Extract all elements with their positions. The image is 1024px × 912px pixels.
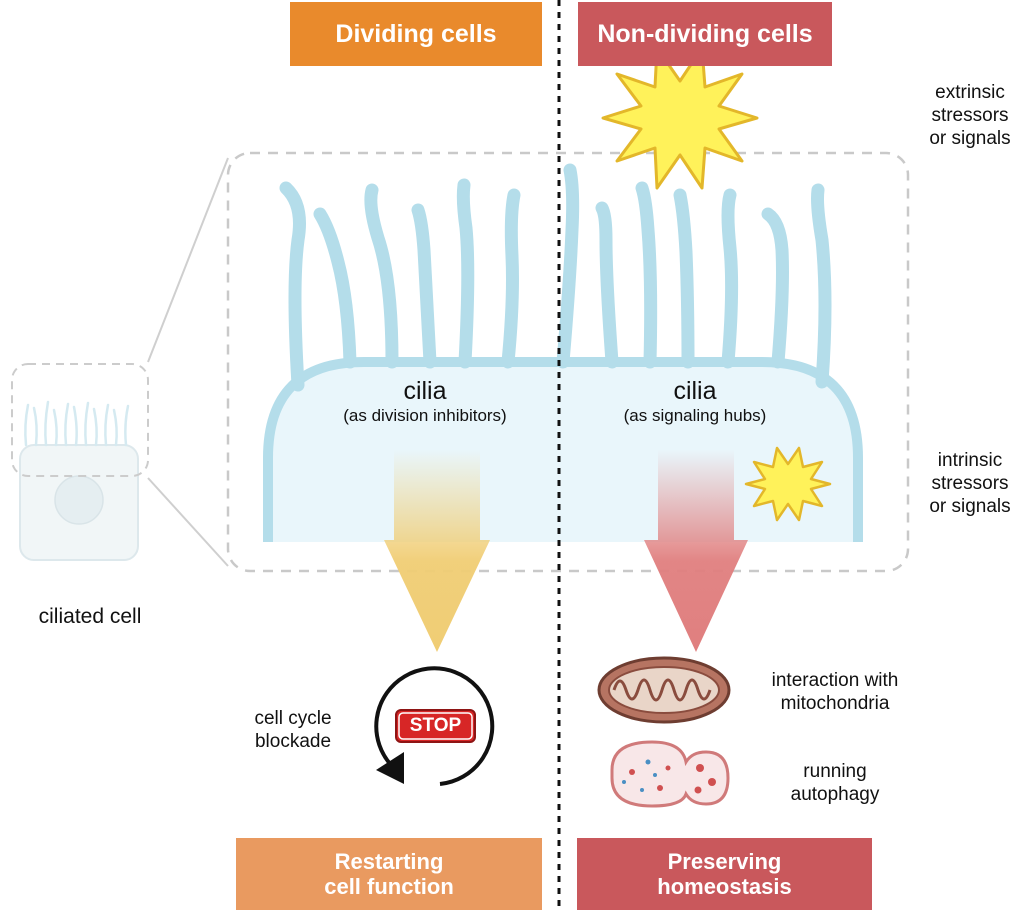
mitochondrion-icon	[597, 656, 731, 724]
zoom-line-top	[147, 157, 229, 363]
ciliated-cell-text: ciliated cell	[38, 605, 142, 628]
mitochondria-label: interaction with mitochondria	[745, 670, 925, 716]
non-dividing-cells-header-text: Non-dividing cells	[597, 19, 813, 48]
preserving-homeostasis-footer: Preserving homeostasis	[577, 838, 872, 910]
mitochondria-line-2: mitochondria	[780, 692, 890, 714]
stop-sign-text-box: STOP	[396, 710, 475, 742]
stop-sign-icon	[395, 709, 476, 743]
extrinsic-stressor-star	[601, 46, 759, 190]
intrinsic-line-3: or signals	[929, 495, 1011, 517]
left-cilia-subtitle: (as division inhibitors)	[343, 406, 507, 425]
stop-sign-text: STOP	[409, 715, 462, 737]
autophagy-label: running autophagy	[760, 761, 910, 807]
autophagy-icon	[610, 740, 730, 808]
extrinsic-line-2: stressors	[931, 104, 1009, 126]
restarting-cell-function-footer: Restarting cell function	[236, 838, 542, 910]
cell-cycle-blockade-label: cell cycle blockade	[232, 708, 354, 754]
dividing-cells-header: Dividing cells	[290, 2, 542, 66]
autophagy-line-2: autophagy	[790, 783, 880, 805]
preserving-line-1: Preserving	[667, 848, 782, 874]
left-cilia-title: cilia	[403, 377, 447, 405]
dividing-cells-header-text: Dividing cells	[335, 19, 497, 48]
small-ciliated-cell	[11, 363, 149, 561]
ciliated-cell-label: ciliated cell	[10, 604, 170, 629]
right-cilia-subtitle: (as signaling hubs)	[623, 406, 767, 425]
right-arrow	[644, 450, 748, 652]
blockade-line-2: blockade	[254, 730, 332, 752]
cell-cycle-circle-icon	[374, 666, 495, 786]
left-cilia-label: cilia (as division inhibitors)	[300, 376, 550, 426]
blockade-line-1: cell cycle	[254, 708, 332, 729]
extrinsic-line-1: extrinsic	[935, 82, 1005, 103]
preserving-line-2: homeostasis	[657, 874, 792, 899]
cilia-group	[279, 163, 832, 392]
extrinsic-stressors-label: extrinsic stressors or signals	[918, 82, 1022, 150]
restarting-line-2: cell function	[324, 874, 454, 899]
intrinsic-line-1: intrinsic	[937, 450, 1003, 471]
intrinsic-stressor-star	[744, 446, 832, 522]
non-dividing-cells-header: Non-dividing cells	[578, 2, 832, 66]
zoom-line-bottom	[147, 477, 229, 567]
left-arrow	[384, 450, 490, 652]
right-cilia-label: cilia (as signaling hubs)	[580, 376, 810, 426]
extrinsic-line-3: or signals	[929, 127, 1011, 149]
intrinsic-stressors-label: intrinsic stressors or signals	[918, 450, 1022, 518]
right-cilia-title: cilia	[673, 377, 717, 405]
intrinsic-line-2: stressors	[931, 472, 1009, 494]
mitochondria-line-1: interaction with	[771, 670, 899, 691]
small-zoom-frame	[11, 363, 149, 477]
restarting-line-1: Restarting	[334, 848, 444, 874]
autophagy-line-1: running	[803, 761, 867, 782]
